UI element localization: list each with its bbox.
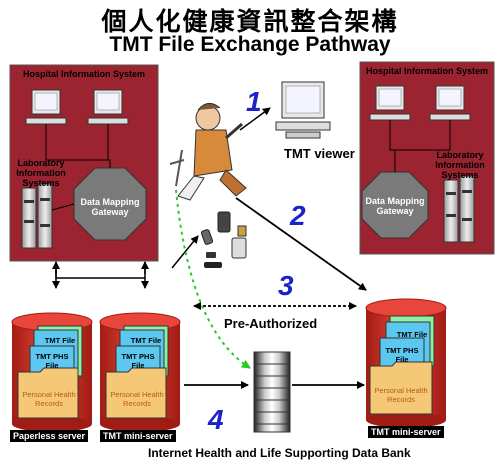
tmt-file-label: TMT File — [396, 330, 428, 339]
tmt-file-label: TMT File — [44, 336, 76, 345]
tmt-viewer-label: TMT viewer — [284, 146, 355, 161]
computer-icon — [25, 89, 67, 125]
file-cards — [17, 325, 83, 419]
gateway-octagon — [361, 171, 429, 239]
personal-health-records-label: Personal Health Records — [22, 390, 76, 408]
mobile-devices-icon — [200, 211, 247, 268]
his-right-gateway-label: Data Mapping Gateway — [365, 196, 425, 216]
mini-server-right-label: TMT mini-server — [368, 426, 444, 438]
tmt-phs-file-label: TMT PHS File — [35, 352, 69, 370]
data-bank-drum-icon — [253, 351, 291, 433]
tmt-phs-file-label: TMT PHS File — [121, 352, 155, 370]
his-right-box — [359, 61, 495, 255]
tmt-phs-file-label: TMT PHS File — [385, 346, 419, 364]
computer-icon — [429, 85, 471, 121]
pre-authorized-label: Pre-Authorized — [224, 316, 318, 331]
arrow — [171, 235, 199, 269]
arrow-pathway-2 — [235, 197, 367, 291]
his-left-lab-label: Laboratory Information Systems — [16, 158, 66, 188]
paperless-server-label: Paperless server — [10, 430, 89, 442]
patient-figure-icon — [169, 103, 247, 201]
green-dotted-arrow — [175, 189, 251, 369]
tmt-file-label: TMT File — [130, 336, 162, 345]
computer-icon — [87, 89, 129, 125]
mini-server-left-label: TMT mini-server — [100, 430, 176, 442]
file-cards — [369, 315, 435, 415]
server-rack-icon — [443, 175, 475, 243]
pathway-number-2: 2 — [290, 200, 306, 231]
personal-health-records-label: Personal Health Records — [110, 390, 164, 408]
his-left-gateway-label: Data Mapping Gateway — [80, 197, 140, 217]
data-bank-label: Internet Health and Life Supporting Data… — [148, 446, 411, 460]
his-left-box — [9, 64, 159, 262]
chinese-title: 個人化健康資訊整合架構 — [101, 7, 399, 36]
server-rack-icon — [21, 183, 53, 249]
pathway-number-1: 1 — [246, 86, 262, 117]
his-right-lab-label: Laboratory Information Systems — [435, 150, 485, 180]
file-cards — [105, 325, 169, 419]
his-right-title: Hospital Information System — [365, 66, 489, 76]
english-title: TMT File Exchange Pathway — [109, 33, 391, 56]
computer-icon — [369, 85, 411, 121]
his-left-title: Hospital Information System — [22, 69, 146, 79]
gateway-octagon — [73, 167, 147, 241]
pathway-number-4: 4 — [208, 404, 224, 435]
personal-health-records-label: Personal Health Records — [374, 386, 428, 404]
tmt-viewer-computer-icon — [275, 81, 331, 139]
pathway-number-3: 3 — [278, 270, 294, 301]
arrow-pathway-1 — [239, 107, 271, 131]
